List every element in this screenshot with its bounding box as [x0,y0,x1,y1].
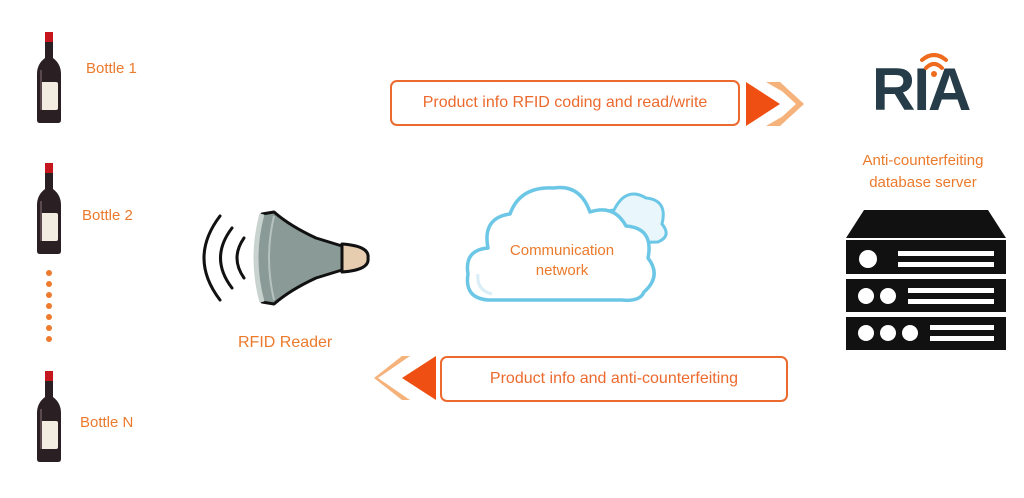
server-label-line1: Anti-counterfeiting [862,152,984,169]
wine-bottle-icon [37,32,61,123]
cloud-icon [465,185,668,303]
server-label-line2: database server [869,174,977,191]
rfid-reader-label: RFID Reader [238,334,333,351]
bottle-n-label: Bottle N [80,414,134,431]
top-info-text: Product info RFID coding and read/write [422,94,708,111]
signal-icon [920,53,948,77]
wine-bottle-icon [37,163,61,254]
bottle-2-label: Bottle 2 [82,207,133,224]
cloud-label-line1: Communication [509,242,615,259]
rfid-reader-icon [202,210,370,306]
ria-logo-text: RIA [872,56,971,123]
arrow-left-icon [374,356,436,400]
bottom-info-box: Product info and anti-counterfeiting [440,356,788,402]
top-info-box: Product info RFID coding and read/write [390,80,740,126]
bottom-info-text: Product info and anti-counterfeiting [489,370,739,387]
arrow-right-icon [746,82,804,126]
wine-bottle-icon [37,371,61,462]
ria-logo: RIA [872,52,1002,130]
cloud-label-line2: network [535,262,589,279]
bottle-1-label: Bottle 1 [86,60,137,77]
ellipsis-dots [46,270,52,342]
server-label: Anti-counterfeiting database server [838,150,1008,194]
cloud-label: Communication network [492,241,632,281]
server-icon [846,210,1006,350]
